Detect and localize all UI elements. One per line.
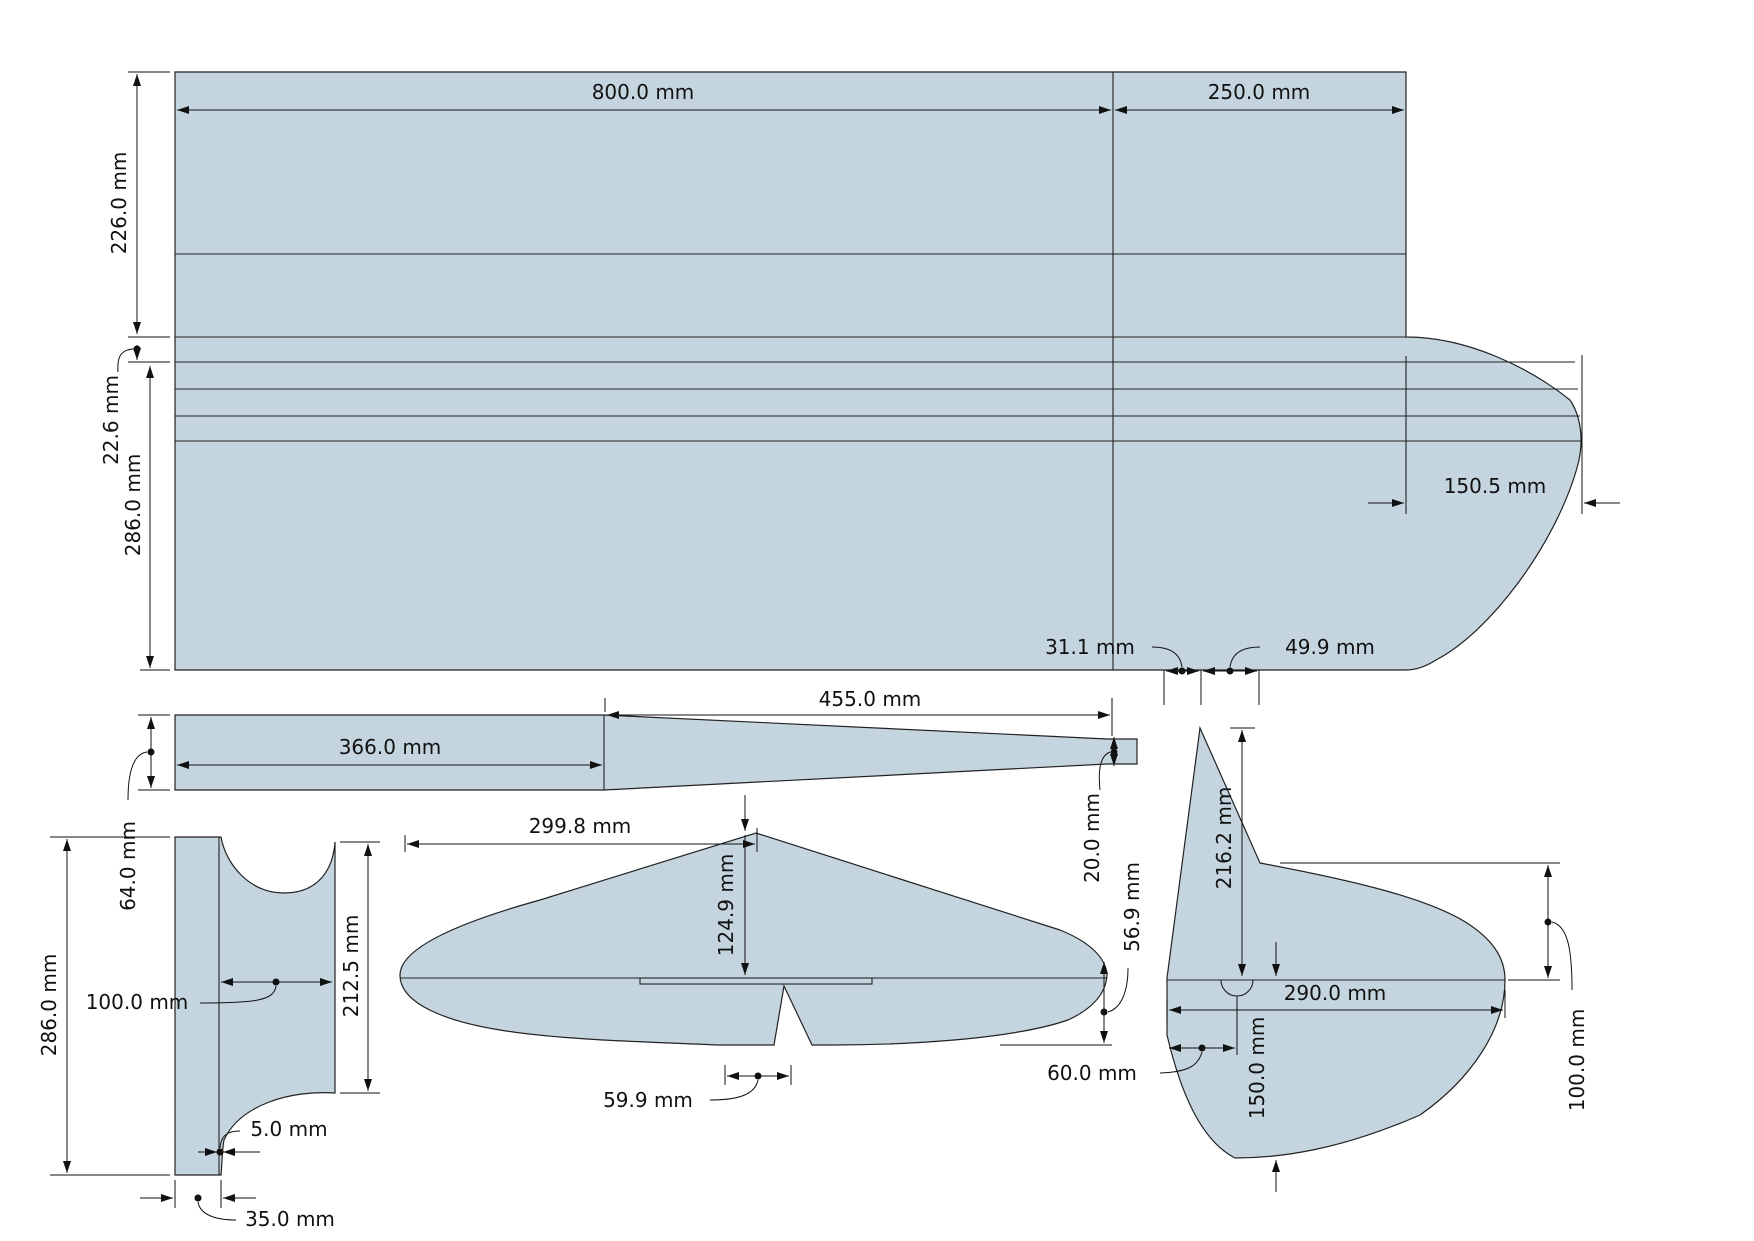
vertical-fin: [1166, 725, 1506, 1159]
dim-label-100-fin: 100.0 mm: [1565, 1009, 1589, 1112]
dim-label-22-6: 22.6 mm: [99, 375, 123, 465]
dim-label-455: 455.0 mm: [819, 687, 922, 711]
dim-label-64: 64.0 mm: [116, 821, 140, 911]
dim-label-226: 226.0 mm: [107, 152, 131, 255]
dim-label-31-1: 31.1 mm: [1045, 635, 1135, 659]
fin-dimensions: 216.2 mm 290.0 mm 150.0 mm 60.0 mm 100.0…: [1047, 727, 1589, 1192]
dim-label-150: 150.0 mm: [1245, 1017, 1269, 1120]
leader-20: [1098, 751, 1111, 791]
dim-label-20: 20.0 mm: [1080, 793, 1104, 883]
dim-dot: [133, 345, 141, 353]
dim-dot: [1198, 1044, 1206, 1052]
dim-dot: [1100, 1008, 1108, 1016]
leader-5: [219, 1130, 241, 1149]
fuselage-top-view: [174, 714, 1138, 791]
dim-dot: [194, 1194, 202, 1202]
leader-56-9: [1107, 967, 1129, 1013]
dim-label-124-9: 124.9 mm: [714, 854, 738, 957]
leader-59-9: [709, 1079, 759, 1101]
wing-outline: [174, 71, 1582, 671]
dim-label-60: 60.0 mm: [1047, 1061, 1137, 1085]
dim-dot: [147, 748, 155, 756]
fin-tail-wheel-cutout: [1220, 979, 1254, 997]
dim-label-100-side: 100.0 mm: [86, 990, 189, 1014]
dim-dot: [1110, 748, 1118, 756]
stabilizer-dimensions: 299.8 mm 124.9 mm 56.9 mm 59.9 mm: [404, 795, 1144, 1112]
leader-49-9: [1229, 646, 1261, 668]
dim-label-216-2: 216.2 mm: [1212, 787, 1236, 890]
fuselage-side-dimensions: 286.0 mm 100.0 mm 212.5 mm 5.0 mm 35.0 m…: [37, 836, 380, 1231]
leader-100-side: [199, 985, 277, 1004]
dim-label-49-9: 49.9 mm: [1285, 635, 1375, 659]
dim-label-56-9: 56.9 mm: [1120, 862, 1144, 952]
leader-22-6: [117, 348, 134, 373]
dim-label-299-8: 299.8 mm: [529, 814, 632, 838]
dim-label-290: 290.0 mm: [1284, 981, 1387, 1005]
fuselage-top-outline: [174, 714, 1138, 791]
leader-35: [197, 1201, 237, 1221]
horizontal-stabilizer: [399, 832, 1108, 1046]
dim-dot: [272, 978, 280, 986]
dim-dot: [216, 1148, 224, 1156]
fin-outline: [1166, 725, 1506, 1159]
dim-dot: [1178, 667, 1186, 675]
dim-label-59-9: 59.9 mm: [603, 1088, 693, 1112]
leader-150: [1159, 1051, 1203, 1074]
dim-label-286-side: 286.0 mm: [37, 954, 61, 1057]
wing-dimensions: 800.0 mm 250.0 mm 226.0 mm 22.6 mm 286.0…: [99, 71, 1620, 705]
dim-label-366: 366.0 mm: [339, 735, 442, 759]
dim-label-150-5: 150.5 mm: [1444, 474, 1547, 498]
leader-100-fin: [1551, 921, 1573, 991]
dim-dot: [754, 1072, 762, 1080]
dim-label-212-5: 212.5 mm: [339, 915, 363, 1018]
dim-label-250: 250.0 mm: [1208, 80, 1311, 104]
stabilizer-outline: [399, 832, 1108, 1046]
dim-label-35: 35.0 mm: [245, 1207, 335, 1231]
leader-31-1: [1151, 646, 1183, 668]
fuselage-top-dimensions: 455.0 mm 366.0 mm 64.0 mm 20.0 mm: [116, 687, 1118, 911]
dim-label-286-wing: 286.0 mm: [121, 454, 145, 557]
dim-label-800: 800.0 mm: [592, 80, 695, 104]
leader-64: [127, 751, 148, 801]
wing-panel: [174, 71, 1582, 671]
dim-dot: [1226, 667, 1234, 675]
dim-label-5: 5.0 mm: [250, 1117, 327, 1141]
stabilizer-joiner-slot: [639, 977, 873, 985]
dim-dot: [1544, 918, 1552, 926]
